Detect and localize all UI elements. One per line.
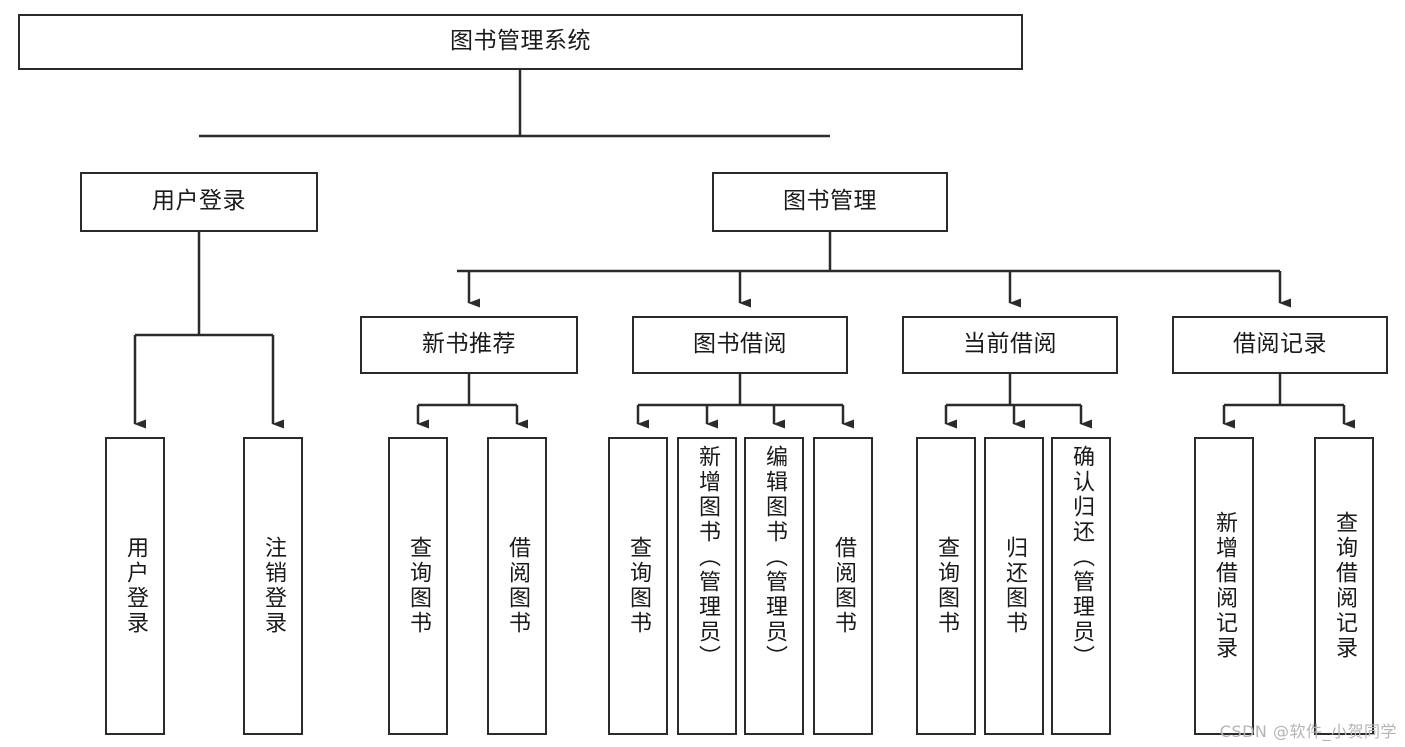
node-label-root: 图书管理系统 [450,28,591,55]
node-leaf-confirm-return[interactable]: 确认归还（管理员） [1051,437,1111,735]
node-label-book-borrow: 图书借阅 [693,331,787,358]
node-leaf-query-book-borrow[interactable]: 查询图书 [608,437,668,735]
watermark-label: CSDN @软件_小贺同学 [1219,722,1397,741]
node-leaf-query-book-recommend[interactable]: 查询图书 [388,437,448,735]
node-leaf-query-book-current[interactable]: 查询图书 [916,437,976,735]
node-label-leaf-query-borrow-record: 查询借阅记录 [1332,511,1357,661]
node-leaf-query-borrow-record[interactable]: 查询借阅记录 [1314,437,1374,735]
node-label-leaf-query-book-current: 查询图书 [934,536,959,636]
node-label-leaf-add-book: 新增图书（管理员） [695,445,720,670]
node-current-borrow[interactable]: 当前借阅 [902,316,1118,374]
node-label-leaf-edit-book: 编辑图书（管理员） [762,445,787,670]
node-label-leaf-add-borrow-record: 新增借阅记录 [1212,511,1237,661]
node-new-book-recommend[interactable]: 新书推荐 [360,316,578,374]
node-label-leaf-confirm-return: 确认归还（管理员） [1069,445,1094,670]
node-label-leaf-borrow-book-recommend: 借阅图书 [505,536,530,636]
node-leaf-logout[interactable]: 注销登录 [243,437,303,735]
node-leaf-borrow-book[interactable]: 借阅图书 [813,437,873,735]
node-label-leaf-borrow-book: 借阅图书 [831,536,856,636]
node-user-login[interactable]: 用户登录 [80,172,318,232]
node-label-borrow-record: 借阅记录 [1233,331,1327,358]
node-book-management[interactable]: 图书管理 [712,172,948,232]
node-leaf-borrow-book-recommend[interactable]: 借阅图书 [487,437,547,735]
node-label-new-book-recommend: 新书推荐 [422,331,516,358]
node-label-leaf-logout: 注销登录 [261,536,286,636]
node-leaf-add-book[interactable]: 新增图书（管理员） [677,437,737,735]
node-label-user-login: 用户登录 [152,188,246,215]
connector-layer [133,70,1355,429]
node-label-leaf-return-book: 归还图书 [1002,536,1027,636]
node-leaf-edit-book[interactable]: 编辑图书（管理员） [744,437,804,735]
node-book-borrow[interactable]: 图书借阅 [632,316,848,374]
node-label-book-management: 图书管理 [783,188,877,215]
node-label-current-borrow: 当前借阅 [963,331,1057,358]
node-leaf-return-book[interactable]: 归还图书 [984,437,1044,735]
node-leaf-user-login[interactable]: 用户登录 [105,437,165,735]
node-root[interactable]: 图书管理系统 [18,14,1023,70]
node-label-leaf-user-login: 用户登录 [123,536,148,636]
node-leaf-add-borrow-record[interactable]: 新增借阅记录 [1194,437,1254,735]
node-label-leaf-query-book-borrow: 查询图书 [626,536,651,636]
node-label-leaf-query-book-recommend: 查询图书 [406,536,431,636]
node-borrow-record[interactable]: 借阅记录 [1172,316,1388,374]
